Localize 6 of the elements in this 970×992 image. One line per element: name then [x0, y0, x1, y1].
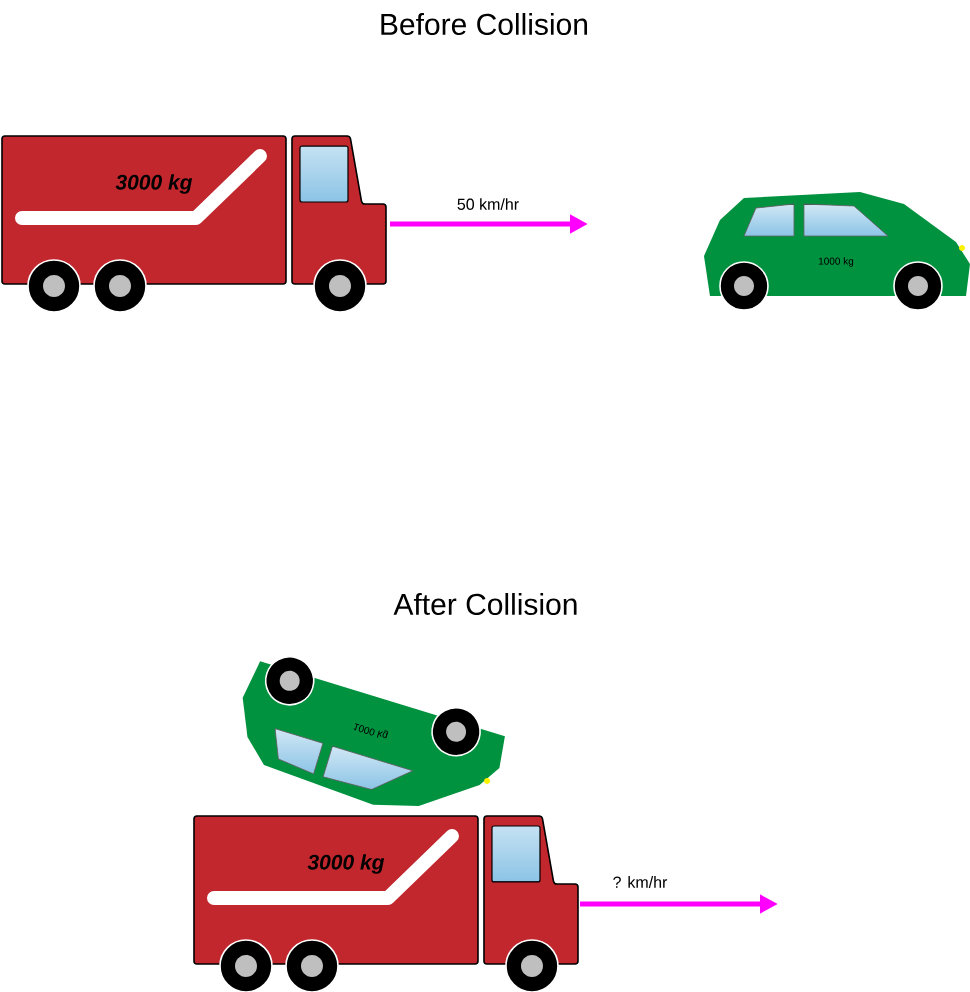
mass-label: 3000 kg	[115, 174, 193, 194]
heading: Before Collision	[381, 13, 588, 36]
mass-label: 3000 kg	[307, 854, 385, 874]
speed-label: 50 km/hr	[457, 198, 519, 210]
heading: After Collision	[393, 593, 577, 615]
speed-label: ? km/hr	[613, 876, 668, 888]
